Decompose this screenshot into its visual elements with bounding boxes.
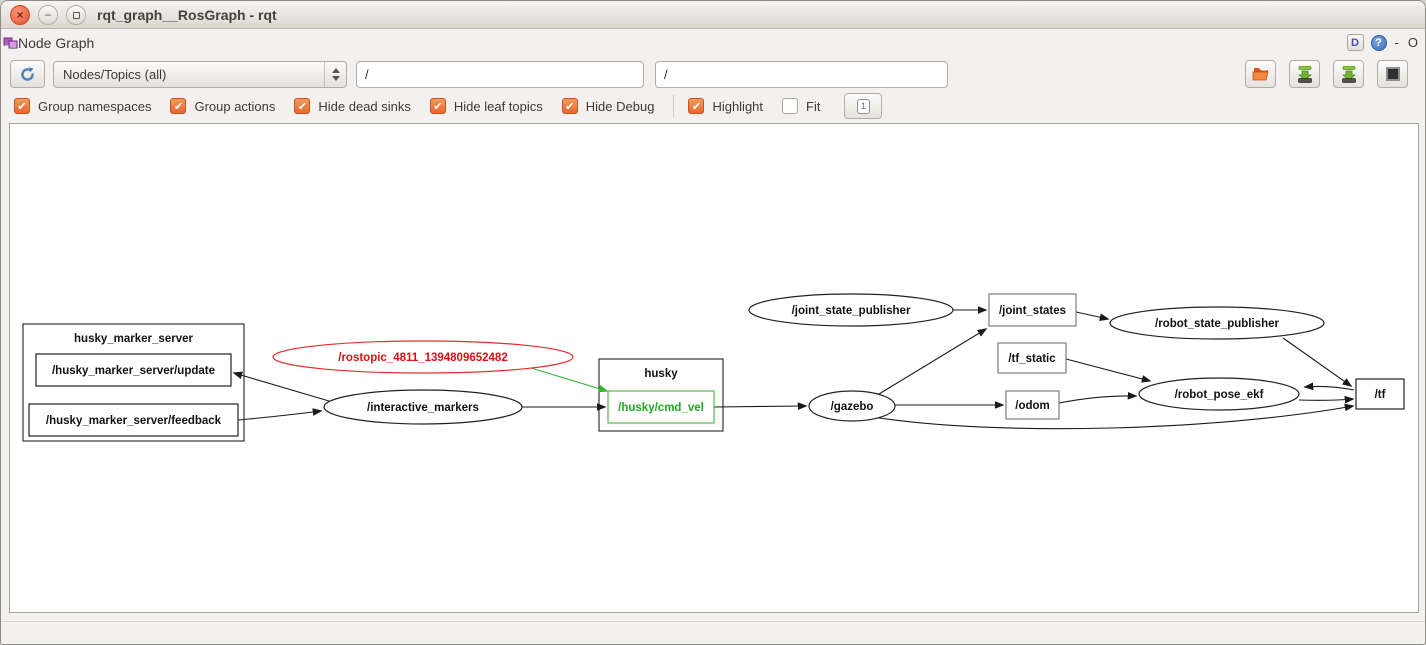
checkbox-item-group-actions[interactable]: ✔ Group actions [170, 98, 275, 114]
fit-in-view-button[interactable]: 1 [844, 93, 883, 119]
cluster-label-husky: husky [644, 368, 678, 380]
topic--gazebo[interactable] [808, 390, 896, 422]
refresh-icon [19, 66, 36, 83]
edge--robot-state-publisher-to--tf [1282, 337, 1353, 387]
checkbox-item-hide-leaf-topics[interactable]: ✔ Hide leaf topics [429, 98, 543, 114]
panel-float-button[interactable]: O [1407, 35, 1418, 50]
edge--gazebo-to--joint-states [878, 328, 988, 395]
window-minimize-button[interactable]: − [38, 5, 58, 25]
edge--interactive-markers-to--husky-marker-server-update [232, 371, 330, 402]
label--tf: /tf [1375, 389, 1386, 401]
checkbox-hide-dead-sinks[interactable]: ✔ [294, 98, 311, 114]
save-image-button[interactable] [1333, 60, 1364, 88]
zoom-100-icon: 1 [856, 98, 870, 114]
checkbox-label-fit: Fit [806, 98, 821, 114]
label--tf-static: /tf_static [1008, 353, 1056, 365]
node--odom[interactable] [1005, 390, 1060, 420]
checkbox-group-actions[interactable]: ✔ [170, 98, 187, 114]
edge--tf-static-to--robot-pose-ekf [1065, 358, 1152, 383]
edge--husky-cmd-vel-to--gazebo [713, 402, 808, 410]
topic--joint-state-publisher[interactable] [748, 293, 954, 327]
edge--rostopic-4811-1394809652482-to--husky-cmd-vel [530, 367, 609, 393]
help-icon[interactable]: ? [1370, 34, 1387, 51]
checkbox-label-hide-dead-sinks: Hide dead sinks [318, 98, 411, 114]
save-dot-icon [1296, 65, 1314, 83]
node--tf[interactable] [1355, 378, 1405, 410]
plugin-header: Node Graph D ? - O [1, 30, 1425, 57]
checkbox-label-group-namespaces: Group namespaces [38, 98, 152, 114]
graph-toolbar: Nodes/Topics (all) [1, 57, 1425, 91]
checkbox-label-hide-debug: Hide Debug [585, 98, 655, 114]
plugin-title: Node Graph [18, 35, 95, 51]
label--robot-state-publisher: /robot_state_publisher [1155, 318, 1279, 330]
edge--gazebo-to--tf [872, 403, 1355, 430]
edge--husky-marker-server-feedback-to--interactive-markers [237, 408, 323, 421]
label--joint-states: /joint_states [999, 305, 1066, 317]
edge--odom-to--robot-pose-ekf [1058, 391, 1138, 404]
graph-type-selected-value: Nodes/Topics (all) [63, 66, 167, 82]
checkbox-hide-debug[interactable]: ✔ [561, 98, 578, 114]
dropdown-spinner-icon [324, 61, 346, 87]
panel-minimize-button[interactable]: - [1394, 35, 1399, 50]
window-title: rqt_graph__RosGraph - rqt [97, 7, 277, 23]
checkbox-item-hide-dead-sinks[interactable]: ✔ Hide dead sinks [294, 98, 411, 114]
label--husky-marker-server-feedback: /husky_marker_server/feedback [46, 415, 222, 427]
label--rostopic-4811-1394809652482: /rostopic_4811_1394809652482 [338, 352, 507, 364]
label--husky-cmd-vel: /husky/cmd_vel [618, 402, 704, 414]
checkbox-hide-leaf-topics[interactable]: ✔ [429, 98, 446, 114]
filter-separator [673, 95, 675, 117]
node--tf-static[interactable] [997, 342, 1067, 374]
window-maximize-button[interactable] [66, 5, 86, 25]
edge--tf-to--robot-pose-ekf [1303, 382, 1355, 391]
checkbox-label-highlight: Highlight [712, 98, 764, 114]
edge--joint-states-to--robot-state-publisher [1075, 311, 1110, 321]
label--joint-state-publisher: /joint_state_publisher [792, 305, 911, 317]
node--husky-marker-server-feedback[interactable] [28, 403, 239, 437]
node-graph-icon [3, 36, 18, 51]
checkbox-item-fit[interactable]: Fit [782, 98, 820, 114]
save-dot-button[interactable] [1289, 60, 1320, 88]
topic--interactive-markers[interactable] [323, 389, 523, 425]
label--odom: /odom [1015, 400, 1050, 412]
checkbox-group-namespaces[interactable]: ✔ [14, 98, 30, 114]
load-dot-button[interactable] [1245, 60, 1276, 88]
window-titlebar[interactable]: × − rqt_graph__RosGraph - rqt [1, 1, 1425, 29]
checkbox-label-hide-leaf-topics: Hide leaf topics [453, 98, 543, 114]
status-bar [1, 621, 1425, 644]
save-image-icon [1340, 65, 1358, 83]
maximize-icon [72, 11, 80, 19]
checkbox-fit[interactable] [782, 98, 799, 114]
dock-button[interactable]: D [1346, 34, 1364, 51]
topic--robot-pose-ekf[interactable] [1138, 377, 1300, 411]
topic--rostopic-4811-1394809652482[interactable] [272, 340, 574, 374]
checkbox-highlight[interactable]: ✔ [688, 98, 705, 114]
cluster-label-husky-marker-server: husky_marker_server [74, 333, 193, 345]
checkbox-item-hide-debug[interactable]: ✔ Hide Debug [561, 98, 655, 114]
label--gazebo: /gazebo [831, 401, 874, 413]
node--husky-marker-server-update[interactable] [35, 353, 232, 387]
checkbox-item-group-namespaces[interactable]: ✔ Group namespaces [14, 98, 151, 114]
node--joint-states[interactable] [988, 293, 1077, 327]
topic--robot-state-publisher[interactable] [1109, 306, 1325, 340]
label--robot-pose-ekf: /robot_pose_ekf [1175, 389, 1264, 401]
node--husky-cmd-vel[interactable] [607, 390, 715, 424]
topic-filter-input[interactable] [655, 60, 948, 88]
open-folder-icon [1252, 66, 1270, 82]
label--husky-marker-server-update: /husky_marker_server/update [52, 365, 215, 377]
checkbox-item-highlight[interactable]: ✔ Highlight [688, 98, 763, 114]
screenshot-button[interactable] [1377, 60, 1408, 88]
edge--robot-pose-ekf-to--tf [1298, 395, 1355, 404]
filter-options-row: ✔ Group namespaces ✔ Group actions ✔ Hide dea… [1, 91, 1425, 121]
refresh-button[interactable] [10, 60, 45, 88]
screenshot-icon [1385, 66, 1401, 82]
checkbox-label-group-actions: Group actions [194, 98, 276, 114]
label--interactive-markers: /interactive_markers [367, 402, 479, 414]
graph-type-dropdown[interactable]: Nodes/Topics (all) [53, 60, 347, 88]
namespace-filter-input[interactable] [356, 60, 644, 88]
window-close-button[interactable]: × [10, 5, 30, 25]
